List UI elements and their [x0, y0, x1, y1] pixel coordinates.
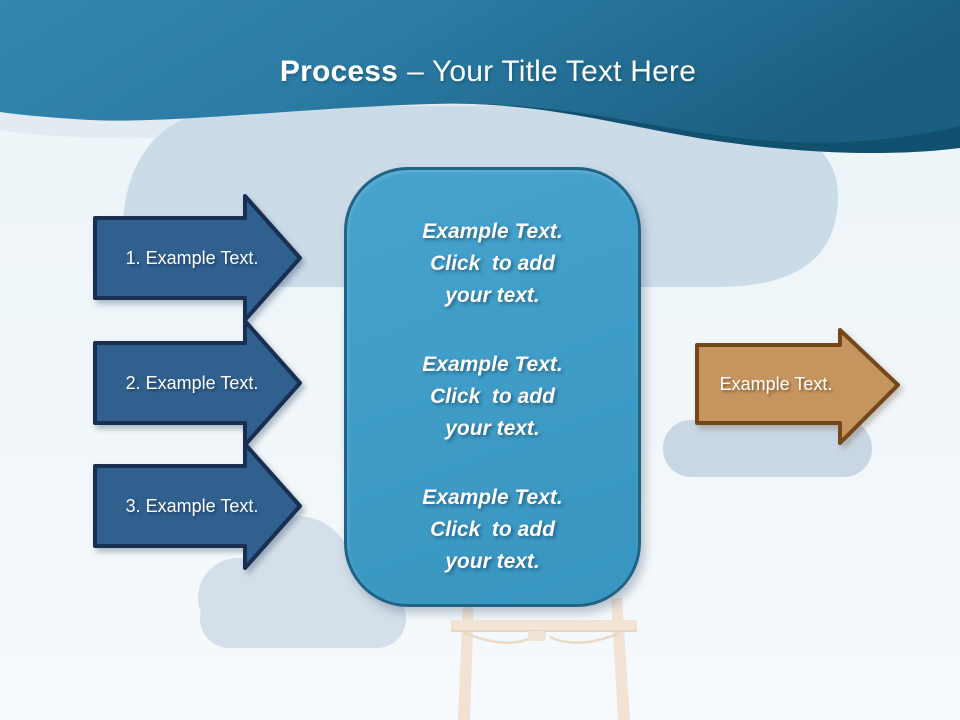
page-title[interactable]: Process– Your Title Text Here [8, 55, 960, 89]
title-subtitle: – Your Title Text Here [407, 55, 697, 88]
result-arrow[interactable]: Example Text. [695, 328, 901, 446]
board-text-line: Example Text. [422, 486, 563, 509]
cloud-pill-shape [663, 420, 872, 477]
board-text-line: Example Text. [422, 220, 563, 243]
step-arrow-3[interactable]: 3. Example Text. [93, 442, 305, 572]
step-arrow-3-shape [93, 442, 302, 570]
header-wave [0, 0, 960, 143]
result-arrow-shape [695, 328, 900, 445]
board-paragraph-3: Example Text. Click to add your text. [347, 482, 638, 578]
step-arrow-1-shape [93, 194, 302, 322]
board-text-line: Click to add [430, 385, 555, 408]
board-text-line: Click to add [430, 252, 555, 275]
step-arrow-1-label: 1. Example Text. [125, 247, 259, 268]
board-text-line: your text. [445, 550, 540, 573]
easel-stand [451, 598, 637, 720]
board-text-line: your text. [445, 284, 540, 307]
board-paragraph-1: Example Text. Click to add your text. [347, 216, 638, 312]
board-panel[interactable]: Example Text. Click to add your text. Ex… [344, 167, 641, 607]
result-arrow-label: Example Text. [719, 373, 833, 394]
board-paragraph-2: Example Text. Click to add your text. [347, 349, 638, 445]
step-arrow-3-label: 3. Example Text. [125, 495, 259, 516]
board-text-line: your text. [445, 417, 540, 440]
board-text-line: Example Text. [422, 353, 563, 376]
step-arrow-2-label: 2. Example Text. [125, 372, 259, 393]
cloud-small-shape [198, 516, 406, 648]
title-keyword: Process [279, 55, 399, 88]
step-arrow-1[interactable]: 1. Example Text. [93, 194, 305, 324]
step-arrow-2-shape [93, 319, 302, 447]
board-text-line: Click to add [430, 518, 555, 541]
step-arrow-2[interactable]: 2. Example Text. [93, 319, 305, 449]
